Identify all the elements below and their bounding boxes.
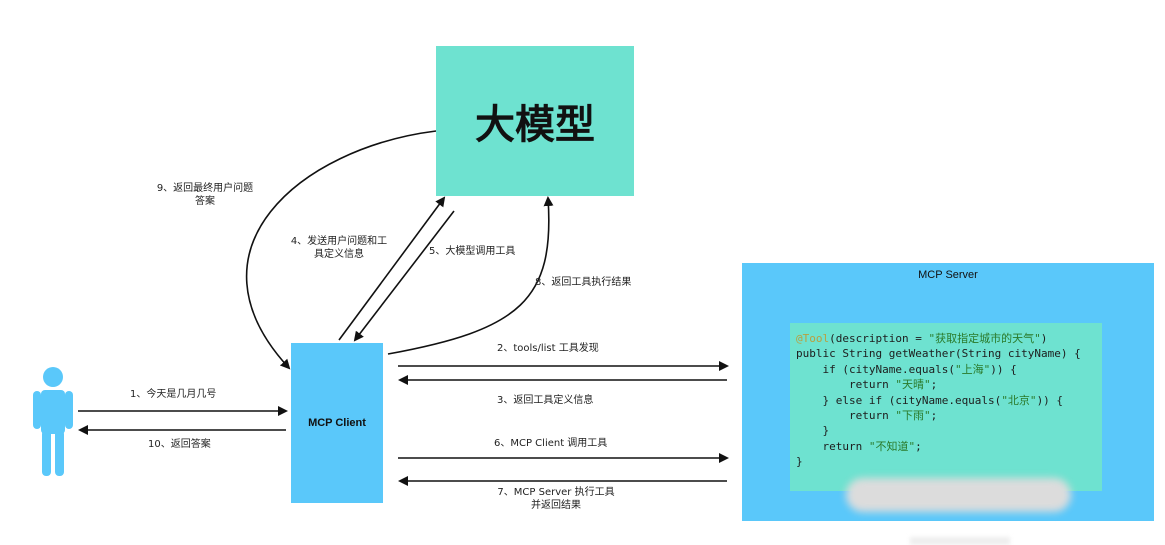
code-line: } else if (cityName.equals("北京")) { [796,393,1102,408]
code-token: ; [930,408,938,422]
code-token: "获取指定城市的天气" [928,332,1041,345]
code-line: public String getWeather(String cityName… [796,346,1102,361]
label-step-6: 6、MCP Client 调用工具 [494,438,608,449]
arrow-step-8 [387,196,554,355]
label-step-7-line2: 并返回结果 [531,500,581,511]
person-left-leg [42,430,51,476]
arrow-step-4 [338,196,446,341]
code-token: return [796,408,896,422]
code-token: "天晴" [895,378,931,392]
code-line: if (cityName.equals("上海")) { [796,362,1102,377]
label-step-9: 9、返回最终用户问题 答案 [146,182,264,208]
arrow-step-9 [245,130,437,370]
code-token: } else if (cityName.equals( [796,393,1002,407]
code-token: } [796,424,830,438]
code-token: )) { [1036,393,1064,407]
code-line: } [796,423,1102,438]
code-token: if (cityName.equals( [796,362,955,376]
code-line: @Tool(description = "获取指定城市的天气") [796,331,1102,346]
code-token: "不知道" [868,439,916,453]
code-token: ; [915,439,922,453]
label-step-5: 5、大模型调用工具 [429,246,516,257]
mcp-client-label: MCP Client [308,417,366,429]
label-step-4-line1: 4、发送用户问题和工 [290,236,388,247]
code-token: "上海" [954,362,991,376]
label-step-9-line2: 答案 [195,196,215,207]
mcp-client-box: MCP Client [291,343,383,503]
code-token: "下雨" [895,408,931,422]
code-token: } [796,455,803,469]
person-icon [33,367,73,476]
label-step-10: 10、返回答案 [148,439,211,450]
label-step-1: 1、今天是几月几号 [130,389,217,400]
label-step-4: 4、发送用户问题和工 具定义信息 [283,235,395,261]
code-token: (description = [829,332,929,345]
person-right-arm [65,391,73,429]
bottom-watermark [910,537,1010,545]
label-step-7: 7、MCP Server 执行工具 并返回结果 [480,486,632,512]
label-step-2: 2、tools/list 工具发现 [497,343,599,354]
arrow-step-5 [353,210,455,342]
llm-box: 大模型 [436,46,634,196]
person-head [43,367,63,387]
code-token: @Tool [796,332,830,345]
mcp-server-box: MCP Server @Tool(description = "获取指定城市的天… [742,263,1154,521]
code-token: return [796,439,869,453]
label-step-8: 8、返回工具执行结果 [535,277,632,288]
code-token: return [796,378,896,392]
person-right-leg [55,430,64,476]
label-step-3: 3、返回工具定义信息 [497,395,594,406]
person-left-arm [33,391,41,429]
code-token: )) { [990,362,1017,376]
code-token: "北京" [1001,393,1037,407]
code-token: ) [1040,332,1048,345]
code-token: ; [930,378,938,392]
code-line: return "天晴"; [796,377,1102,392]
tool-code-block: @Tool(description = "获取指定城市的天气")public S… [790,323,1102,491]
label-step-9-line1: 9、返回最终用户问题 [156,183,254,194]
person-body [41,390,65,434]
code-line: return "不知道"; [796,439,1102,454]
label-step-7-line1: 7、MCP Server 执行工具 [497,487,615,498]
mcp-server-title: MCP Server [918,269,978,281]
code-line: return "下雨"; [796,408,1102,423]
label-step-4-line2: 具定义信息 [314,249,364,260]
code-token: public String getWeather(String cityName… [796,347,1081,361]
llm-label: 大模型 [475,102,595,148]
code-line: } [796,454,1102,469]
blurred-watermark [846,478,1071,512]
